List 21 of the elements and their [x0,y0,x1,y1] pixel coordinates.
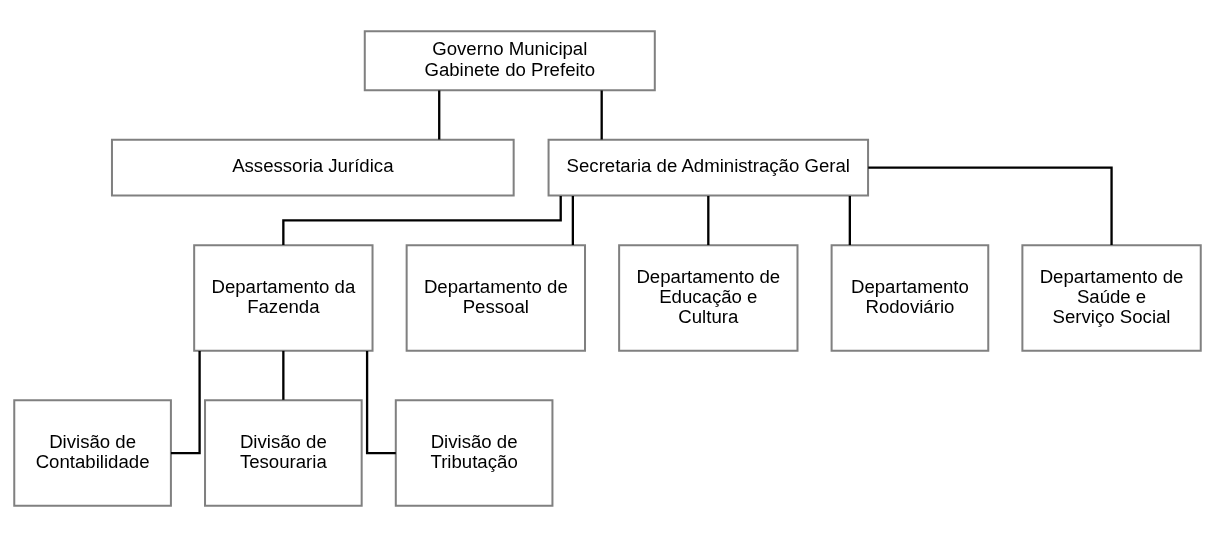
node-box: Divisão de Contabilidade [13,398,172,507]
connector [282,350,285,400]
node-box: Departamento Rodoviário [830,243,990,352]
connector [170,350,201,454]
node-box: Departamento da Fazenda [193,243,374,352]
connector [365,350,396,454]
node-box: Divisão de Tributação [394,398,554,507]
node-box: Departamento de Educação e Cultura [618,243,799,352]
connector [848,195,851,245]
connector [868,166,1113,245]
node-box: Assessoria Jurídica [110,138,515,197]
node-box: Governo Municipal Gabinete do Prefeito [363,29,656,91]
connector [600,90,603,139]
node-box: Departamento de Pessoal [405,243,586,352]
node-box: Secretaria de Administração Geral [547,138,870,197]
connector [438,90,441,139]
connector [571,195,575,245]
node-box: Divisão de Tesouraria [204,398,363,507]
connector [707,195,710,245]
connector [282,195,562,245]
node-box: Departamento de Saúde e Serviço Social [1021,243,1202,352]
